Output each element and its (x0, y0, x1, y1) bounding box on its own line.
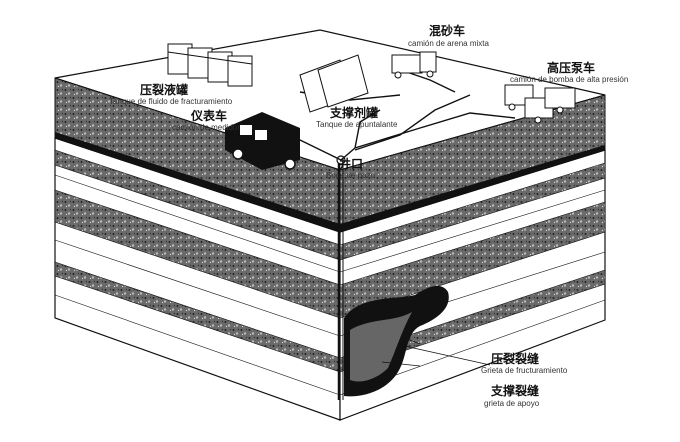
leader-lines (381, 337, 491, 367)
instrument-truck (225, 112, 300, 170)
instrument-label-es: camión de medidor (172, 123, 241, 132)
instrument-label-zh: 仪表车 (191, 109, 228, 123)
pump-trucks (504, 84, 576, 124)
mixer-label-es: camión de arena mixta (408, 39, 489, 48)
pump-label-es: camión de bomba de alta presión (510, 75, 629, 84)
proppant-tank-label-zh: 支撑剂罐 (330, 106, 379, 120)
frac-tank-label-zh: 压裂液罐 (140, 83, 189, 97)
fracture-label-zh: 压裂裂缝 (491, 352, 540, 366)
frac-tank-label-es: Tanque de fluido de fracturamiento (109, 97, 233, 106)
pump-label-zh: 高压泵车 (547, 61, 596, 75)
frac-fluid-tanks (167, 43, 253, 87)
propped-label-zh: 支撑裂缝 (491, 384, 540, 398)
fracture-label-es: Grieta de fructuramiento (481, 366, 568, 375)
wellhead-label-zh: 井口 (339, 157, 364, 171)
wellhead-label-es: Boca de pozo (326, 171, 375, 180)
proppant-tank-label-es: Tanque de apuntalante (316, 120, 398, 129)
propped-fracture-shape (350, 312, 412, 382)
mixer-truck (391, 51, 437, 79)
propped-label-es: grieta de apoyo (484, 399, 540, 408)
proppant-tanks (299, 54, 369, 113)
wellbore (337, 160, 344, 400)
mixer-label-zh: 混砂车 (429, 24, 466, 38)
